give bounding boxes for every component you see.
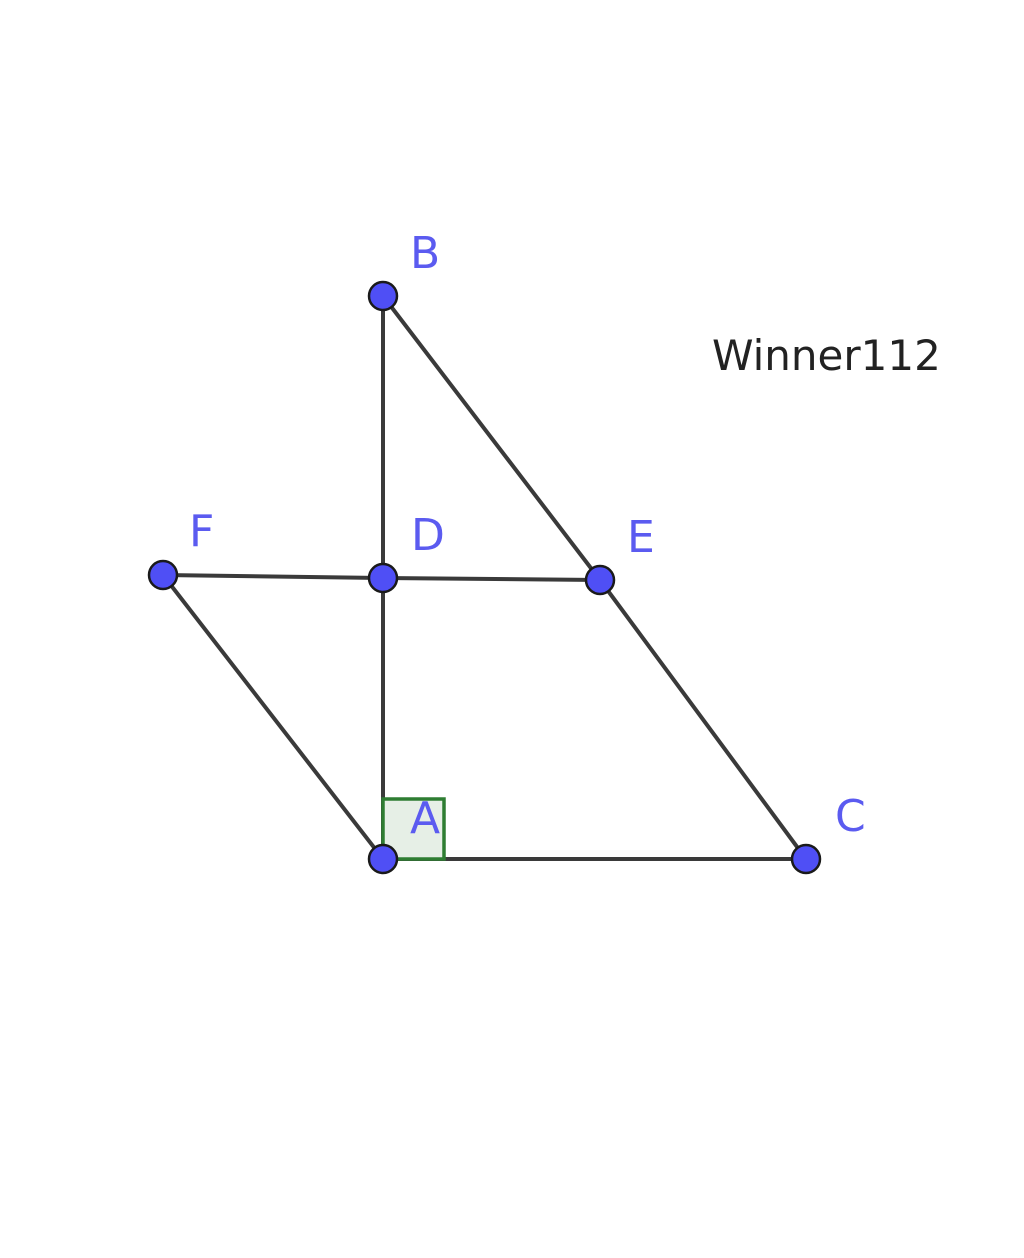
point-B[interactable]: [367, 280, 399, 312]
segment-FA: [161, 573, 385, 861]
points-group: [147, 280, 822, 875]
point-label-A: A: [410, 793, 440, 844]
segment-EC: [598, 578, 808, 861]
point-C[interactable]: [790, 843, 822, 875]
point-A[interactable]: [367, 843, 399, 875]
segment-BE: [381, 294, 602, 582]
point-labels-group: A B C D E F: [189, 228, 866, 844]
segment-DE: [381, 576, 602, 582]
watermark-text: Winner112: [712, 331, 941, 380]
segments-group: [161, 294, 808, 861]
point-label-C: C: [835, 791, 866, 842]
point-label-D: D: [411, 510, 445, 561]
segment-FD: [161, 573, 385, 580]
point-D[interactable]: [367, 562, 399, 594]
point-F[interactable]: [147, 559, 179, 591]
point-label-B: B: [410, 228, 440, 279]
point-E[interactable]: [584, 564, 616, 596]
point-label-F: F: [189, 506, 214, 557]
point-label-E: E: [627, 512, 655, 563]
